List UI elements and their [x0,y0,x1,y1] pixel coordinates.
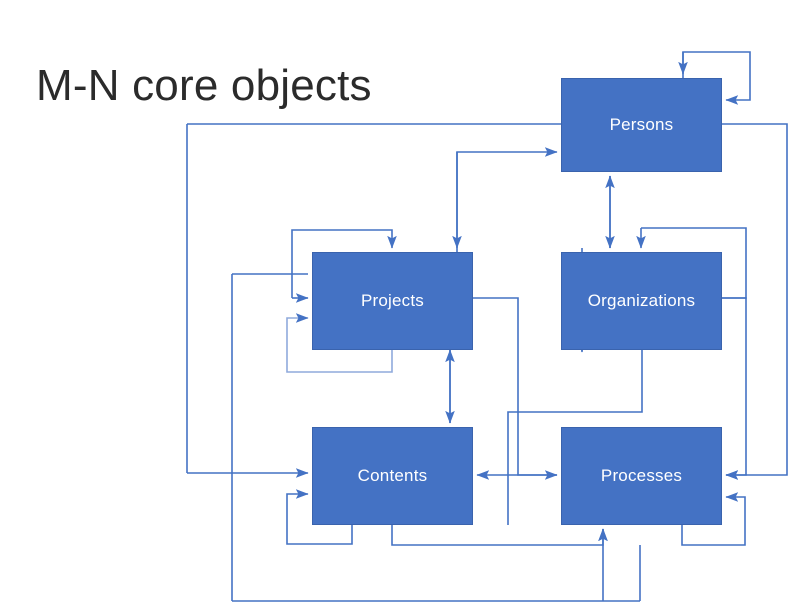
node-projects-label: Projects [360,291,424,310]
node-contents[interactable]: Contents [312,427,473,525]
node-persons-label: Persons [609,115,674,134]
edge-persons-to-processes [722,123,788,480]
node-organizations-label: Organizations [587,291,696,310]
node-contents-label: Contents [357,466,428,485]
edge-projects-to-persons [456,147,558,252]
page-title: M-N core objects [36,61,372,110]
node-processes-label: Processes [600,466,683,485]
edge-projects-right [473,297,558,480]
edge-orgs-right-to-processes [722,297,747,480]
node-projects[interactable]: Projects [312,252,473,350]
edge-processes-self [681,492,746,546]
edge-orgs-to-contents [507,350,643,525]
node-organizations[interactable]: Organizations [561,252,722,350]
edge-projects-self-2 [286,313,393,373]
node-processes[interactable]: Processes [561,427,722,525]
edge-projects-self-1 [291,229,397,298]
node-persons[interactable]: Persons [561,78,722,172]
edge-contents-self [286,489,353,545]
edge-contents-to-processes [391,525,608,546]
